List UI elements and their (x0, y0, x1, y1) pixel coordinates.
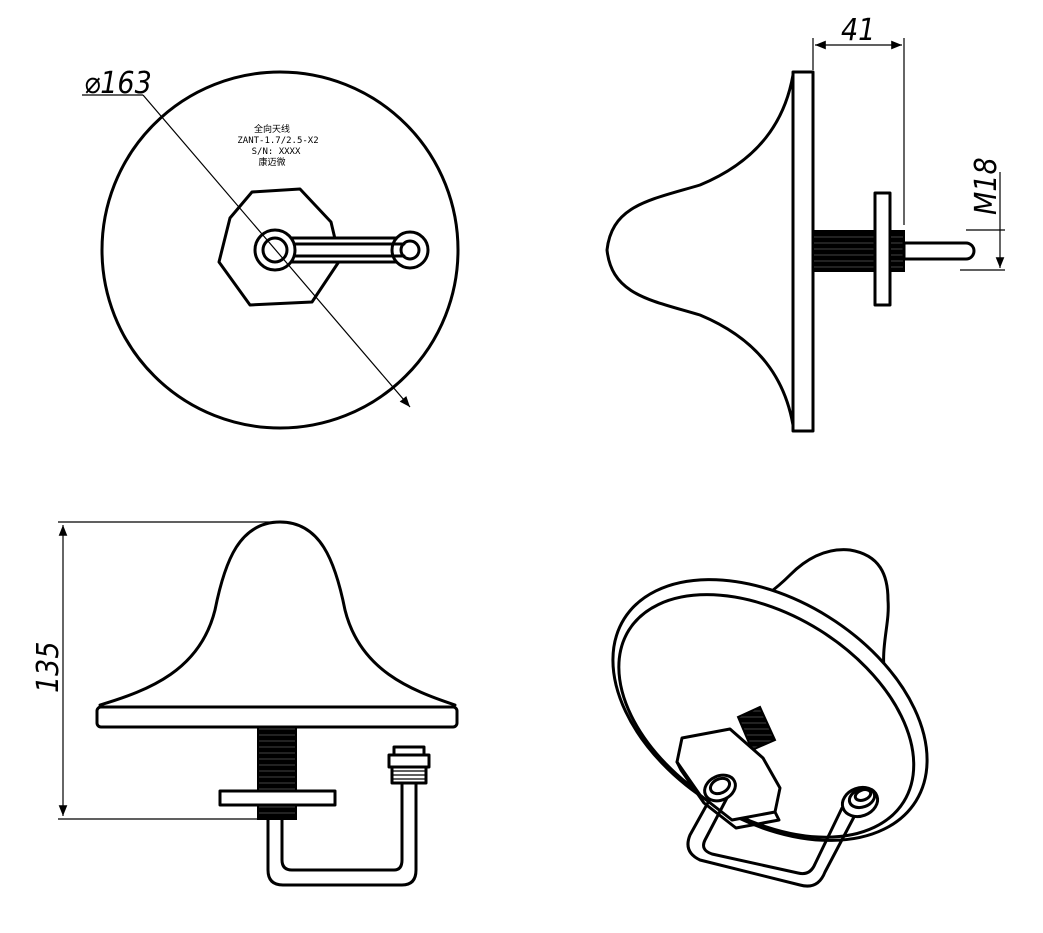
label-line-2: ZANT-1.7/2.5-X2 (237, 136, 318, 146)
front-view-cable (266, 776, 418, 887)
iso-connector-right (840, 785, 880, 819)
iso-thread (736, 705, 777, 752)
isometric-view (611, 548, 929, 888)
side-view: 41 M18 (605, 13, 1005, 433)
side-view-thread (812, 230, 876, 272)
iso-dome (743, 548, 890, 682)
top-view-outline (100, 70, 460, 430)
top-view: ⌀163 全向天线 ZANT-1.7/2.5-X2 S/N: XXXX 康迈微 (82, 66, 460, 430)
front-view-connector (387, 745, 431, 785)
depth-label: 41 (841, 13, 875, 48)
front-view-thread-2 (257, 804, 297, 820)
label-line-1: 全向天线 (254, 123, 290, 135)
front-view: 135 (31, 520, 459, 887)
thread-label: M18 (969, 157, 1004, 215)
front-view-dome (98, 520, 457, 707)
height-label: 135 (31, 641, 66, 693)
side-view-cable (902, 241, 976, 261)
side-view-nut (873, 191, 892, 307)
cable-end-inner (399, 239, 421, 261)
front-view-thread (257, 726, 297, 792)
side-view-dome (605, 73, 795, 427)
diameter-label: ⌀163 (84, 66, 152, 101)
front-view-base-plate (95, 705, 459, 729)
iso-cable (686, 788, 857, 888)
front-view-nut (218, 789, 337, 807)
diameter-dim-line (142, 94, 411, 408)
label-line-3: S/N: XXXX (252, 147, 301, 157)
side-view-thread-2 (889, 230, 905, 272)
side-view-base-plate (791, 70, 815, 433)
iso-connector-left (703, 773, 737, 803)
label-line-4: 康迈微 (258, 156, 285, 168)
